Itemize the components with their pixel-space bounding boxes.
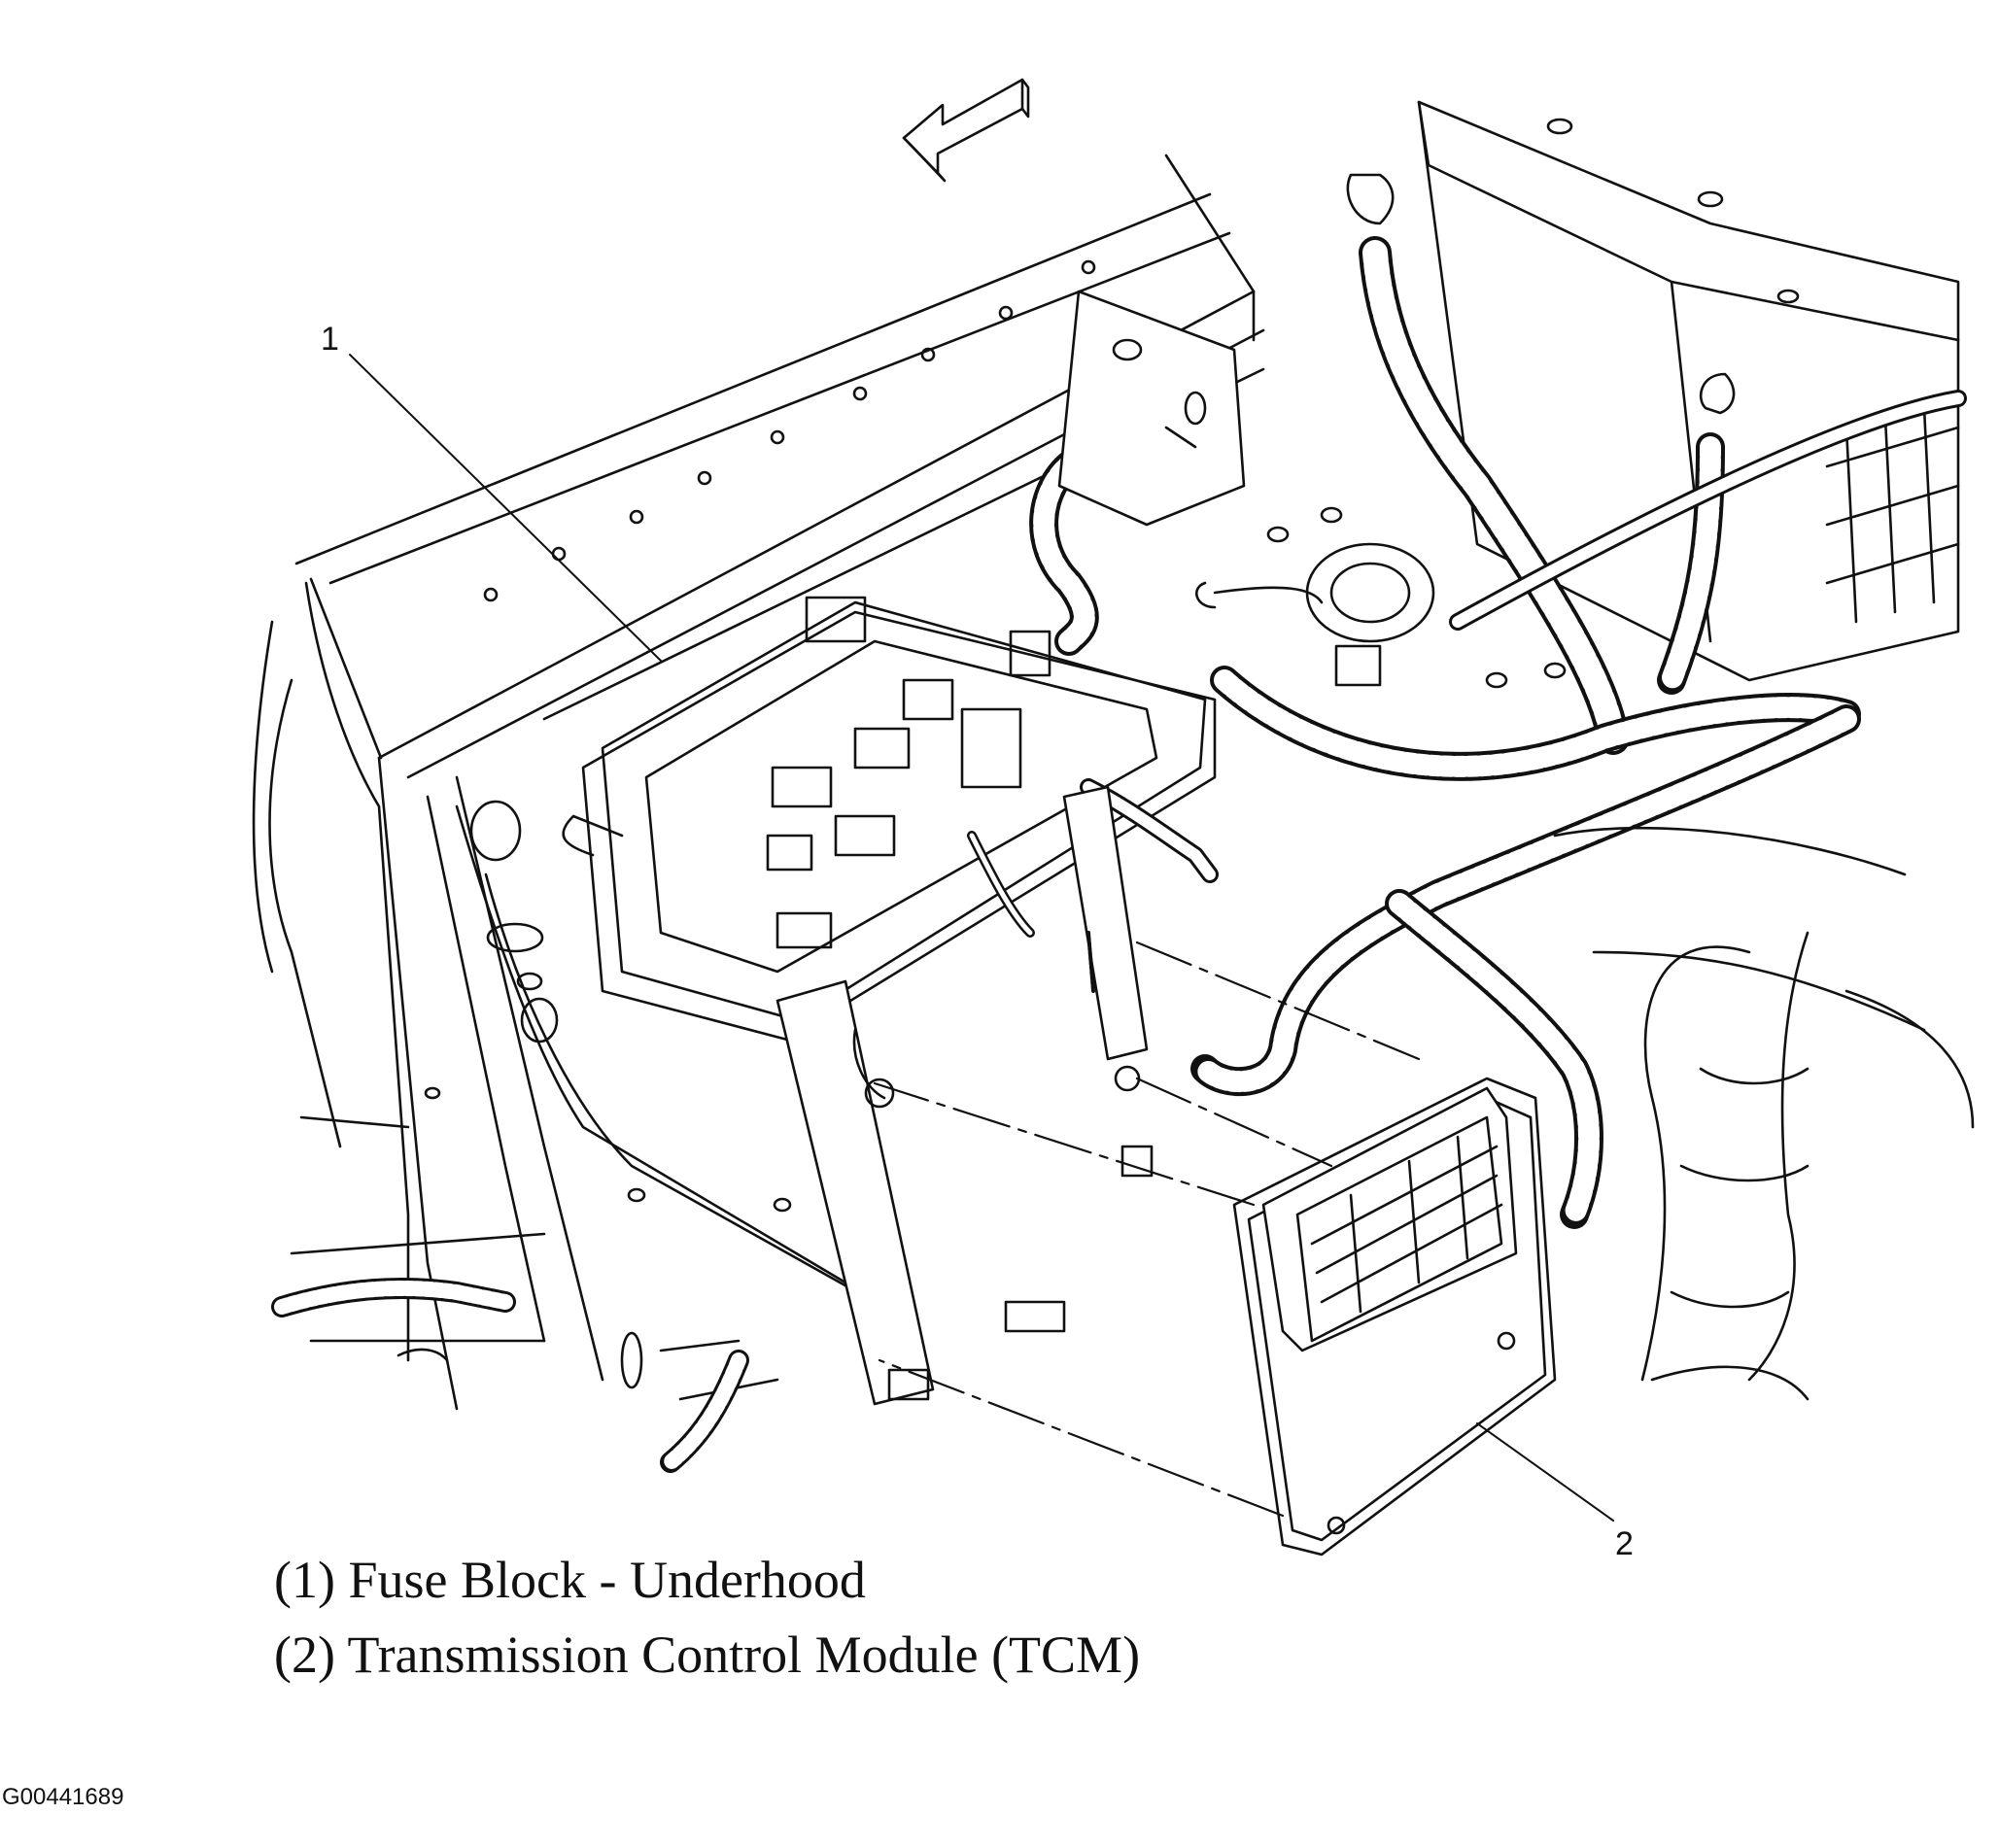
mounting-bracket	[775, 785, 1154, 1406]
transmission-control-module	[1232, 1077, 1557, 1557]
legend-item-fuse-block: (1) Fuse Block - Underhood	[274, 1551, 866, 1609]
left-wiring-harness	[271, 1277, 749, 1473]
forward-direction-arrow-icon	[902, 78, 1030, 183]
alignment-lines	[873, 941, 1421, 1518]
callout-leaders	[349, 354, 1614, 1522]
callout-1-label: 1	[321, 321, 339, 358]
air-intake-duct	[1553, 826, 1975, 1401]
figure-id: G00441689	[2, 1784, 124, 1810]
battery	[1346, 100, 1960, 682]
center-fittings	[1057, 290, 1567, 689]
battery-cables	[1029, 236, 1967, 1229]
callout-2-label: 2	[1615, 1525, 1634, 1562]
legend-item-tcm: (2) Transmission Control Module (TCM)	[274, 1626, 1141, 1684]
